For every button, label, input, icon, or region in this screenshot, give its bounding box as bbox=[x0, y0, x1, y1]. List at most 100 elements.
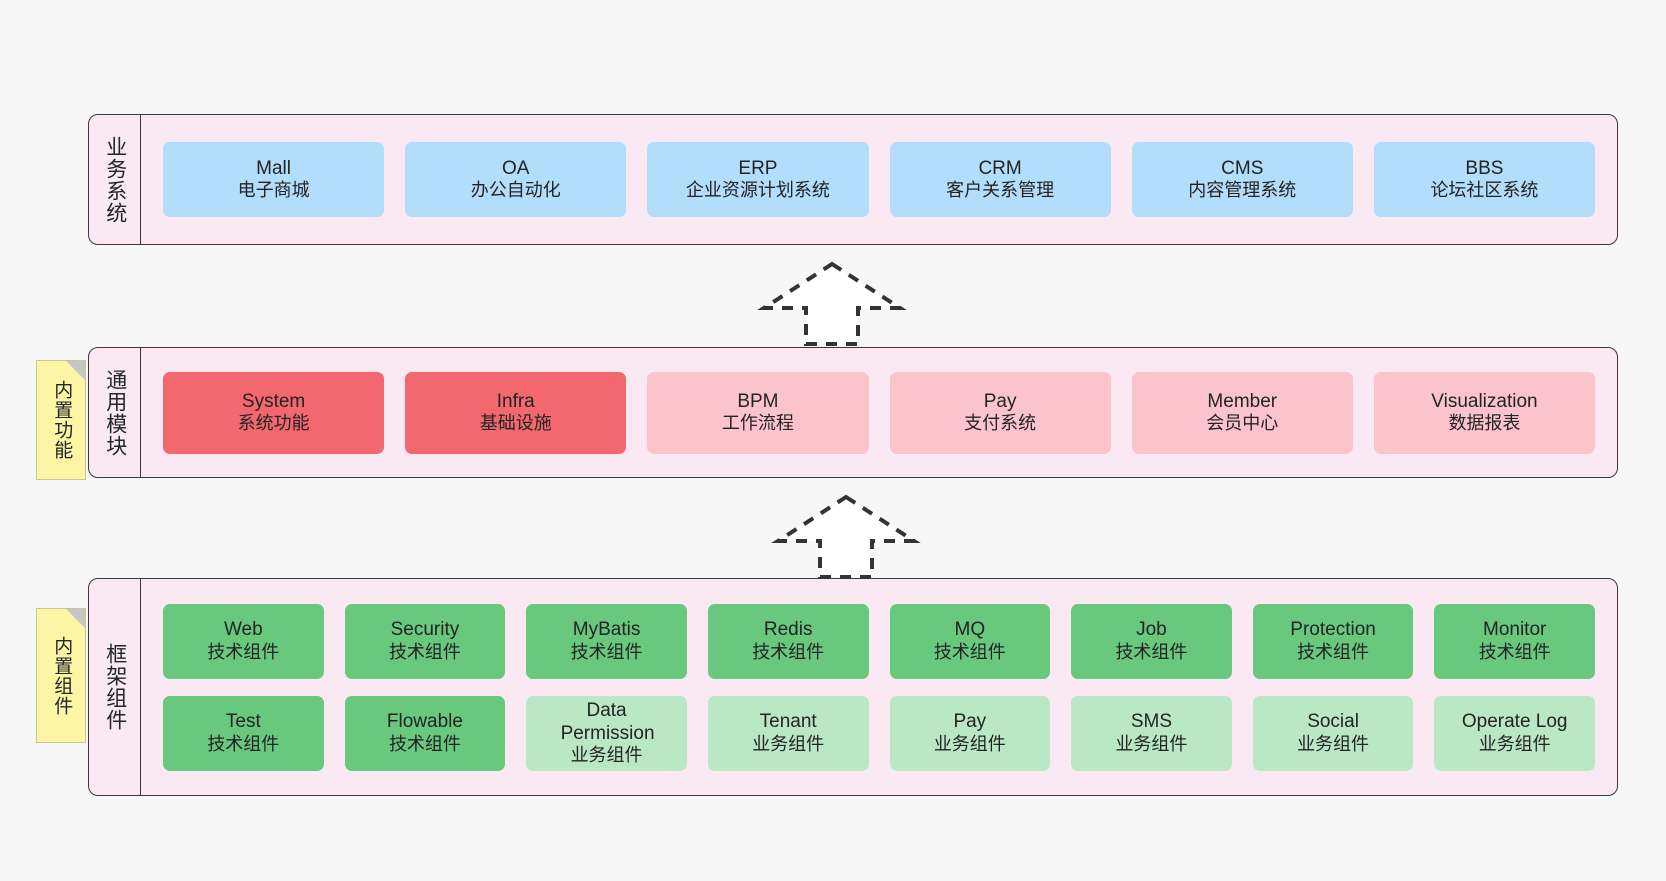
card-title: Visualization bbox=[1431, 390, 1538, 412]
card-subtitle: 技术组件 bbox=[570, 641, 643, 662]
layer-common-module: 通用模块 System 系统功能 Infra 基础设施 BPM 工作流程 Pay… bbox=[88, 347, 1618, 478]
sticky-note-builtin-components: 内置组件 bbox=[36, 608, 86, 743]
card-row: Web 技术组件 Security 技术组件 MyBatis 技术组件 Redi… bbox=[163, 603, 1595, 679]
card-title: Redis bbox=[763, 619, 813, 641]
card-title: Infra bbox=[496, 390, 535, 412]
layer-body-framework-component: Web 技术组件 Security 技术组件 MyBatis 技术组件 Redi… bbox=[141, 579, 1617, 795]
card-member[interactable]: Member 会员中心 bbox=[1131, 371, 1353, 454]
card-redis[interactable]: Redis 技术组件 bbox=[707, 603, 869, 679]
card-title: Web bbox=[223, 619, 263, 641]
card-subtitle: 论坛社区系统 bbox=[1430, 180, 1539, 201]
card-row: Mall 电子商城 OA 办公自动化 ERP 企业资源计划系统 CRM 客户关系… bbox=[163, 142, 1596, 217]
card-subtitle: 技术组件 bbox=[207, 733, 280, 754]
card-title: Pay bbox=[953, 711, 987, 733]
card-cms[interactable]: CMS 内容管理系统 bbox=[1131, 142, 1353, 217]
card-title: MQ bbox=[954, 619, 986, 641]
card-title: BBS bbox=[1465, 157, 1504, 179]
card-subtitle: 支付系统 bbox=[964, 413, 1037, 434]
card-flowable[interactable]: Flowable 技术组件 bbox=[344, 695, 506, 771]
card-subtitle: 业务组件 bbox=[752, 733, 825, 754]
card-title: Protection bbox=[1290, 619, 1376, 641]
card-row: System 系统功能 Infra 基础设施 BPM 工作流程 Pay 支付系统… bbox=[163, 371, 1596, 454]
layer-title-business-system: 业务系统 bbox=[89, 115, 141, 244]
card-subtitle: 业务组件 bbox=[570, 745, 643, 766]
card-subtitle: 客户关系管理 bbox=[946, 180, 1055, 201]
card-subtitle: 内容管理系统 bbox=[1188, 180, 1297, 201]
card-subtitle: 技术组件 bbox=[207, 641, 280, 662]
card-system[interactable]: System 系统功能 bbox=[163, 371, 385, 454]
card-title: Operate Log bbox=[1461, 711, 1568, 733]
card-protection[interactable]: Protection 技术组件 bbox=[1252, 603, 1414, 679]
card-pay-component[interactable]: Pay 业务组件 bbox=[889, 695, 1051, 771]
card-title: Mall bbox=[256, 157, 291, 179]
card-subtitle: 会员中心 bbox=[1206, 413, 1279, 434]
sticky-note-builtin-features: 内置功能 bbox=[36, 360, 86, 480]
sticky-fold-corner-icon bbox=[66, 361, 85, 380]
card-title: MyBatis bbox=[572, 619, 641, 641]
card-title: Tenant bbox=[759, 711, 817, 733]
card-subtitle: 技术组件 bbox=[388, 733, 461, 754]
card-erp[interactable]: ERP 企业资源计划系统 bbox=[647, 142, 869, 217]
card-infra[interactable]: Infra 基础设施 bbox=[405, 371, 627, 454]
card-subtitle: 业务组件 bbox=[1115, 733, 1188, 754]
card-visualization[interactable]: Visualization 数据报表 bbox=[1373, 371, 1596, 454]
card-mall[interactable]: Mall 电子商城 bbox=[163, 142, 385, 217]
layer-body-common-module: System 系统功能 Infra 基础设施 BPM 工作流程 Pay 支付系统… bbox=[141, 348, 1617, 477]
card-title: Monitor bbox=[1483, 619, 1547, 641]
card-oa[interactable]: OA 办公自动化 bbox=[405, 142, 627, 217]
card-title: SMS bbox=[1130, 711, 1173, 733]
card-subtitle: 技术组件 bbox=[752, 641, 825, 662]
card-title: Social bbox=[1307, 711, 1359, 733]
card-title: BPM bbox=[737, 390, 779, 412]
card-bpm[interactable]: BPM 工作流程 bbox=[647, 371, 869, 454]
card-row: Test 技术组件 Flowable 技术组件 Data Permission … bbox=[163, 695, 1595, 771]
card-subtitle: 数据报表 bbox=[1448, 413, 1521, 434]
sticky-note-label: 内置组件 bbox=[51, 635, 73, 716]
card-title: Test bbox=[225, 711, 261, 733]
card-monitor[interactable]: Monitor 技术组件 bbox=[1434, 603, 1595, 679]
card-subtitle: 技术组件 bbox=[1115, 641, 1188, 662]
card-subtitle: 系统功能 bbox=[237, 413, 310, 434]
layer-business-system: 业务系统 Mall 电子商城 OA 办公自动化 ERP 企业资源计划系统 CRM… bbox=[88, 114, 1618, 245]
card-title: Member bbox=[1207, 390, 1278, 412]
card-operate-log[interactable]: Operate Log 业务组件 bbox=[1434, 695, 1595, 771]
card-title: System bbox=[241, 390, 306, 412]
card-subtitle: 企业资源计划系统 bbox=[685, 180, 830, 201]
card-subtitle: 业务组件 bbox=[1478, 733, 1551, 754]
card-title: Flowable bbox=[386, 711, 463, 733]
card-pay[interactable]: Pay 支付系统 bbox=[889, 371, 1111, 454]
layer-title-framework-component: 框架组件 bbox=[89, 579, 141, 795]
card-crm[interactable]: CRM 客户关系管理 bbox=[889, 142, 1111, 217]
layer-framework-component: 框架组件 Web 技术组件 Security 技术组件 MyBatis 技术组件… bbox=[88, 578, 1618, 796]
card-title: Security bbox=[390, 619, 460, 641]
layer-body-business-system: Mall 电子商城 OA 办公自动化 ERP 企业资源计划系统 CRM 客户关系… bbox=[141, 115, 1617, 244]
card-sms[interactable]: SMS 业务组件 bbox=[1071, 695, 1232, 771]
layer-title-common-module: 通用模块 bbox=[89, 348, 141, 477]
card-subtitle: 技术组件 bbox=[388, 641, 461, 662]
card-subtitle: 办公自动化 bbox=[470, 180, 561, 201]
card-data-permission[interactable]: Data Permission 业务组件 bbox=[526, 695, 687, 771]
card-security[interactable]: Security 技术组件 bbox=[344, 603, 506, 679]
card-job[interactable]: Job 技术组件 bbox=[1071, 603, 1232, 679]
card-subtitle: 技术组件 bbox=[933, 641, 1006, 662]
sticky-fold-corner-icon bbox=[66, 609, 85, 628]
card-bbs[interactable]: BBS 论坛社区系统 bbox=[1373, 142, 1596, 217]
card-subtitle: 技术组件 bbox=[1297, 641, 1370, 662]
card-web[interactable]: Web 技术组件 bbox=[163, 603, 324, 679]
card-test[interactable]: Test 技术组件 bbox=[163, 695, 324, 771]
card-mybatis[interactable]: MyBatis 技术组件 bbox=[526, 603, 687, 679]
card-title: Job bbox=[1136, 619, 1167, 641]
card-title: Data Permission bbox=[560, 699, 655, 745]
card-title: ERP bbox=[738, 157, 778, 179]
connector-implement-arrow-icon bbox=[766, 491, 926, 581]
card-title: Pay bbox=[983, 390, 1017, 412]
card-title: OA bbox=[502, 157, 530, 179]
card-tenant[interactable]: Tenant 业务组件 bbox=[707, 695, 869, 771]
card-subtitle: 业务组件 bbox=[933, 733, 1006, 754]
connector-build-arrow-icon bbox=[752, 258, 912, 348]
card-title: CMS bbox=[1221, 157, 1264, 179]
card-mq[interactable]: MQ 技术组件 bbox=[889, 603, 1051, 679]
card-subtitle: 基础设施 bbox=[479, 413, 552, 434]
card-social[interactable]: Social 业务组件 bbox=[1252, 695, 1414, 771]
